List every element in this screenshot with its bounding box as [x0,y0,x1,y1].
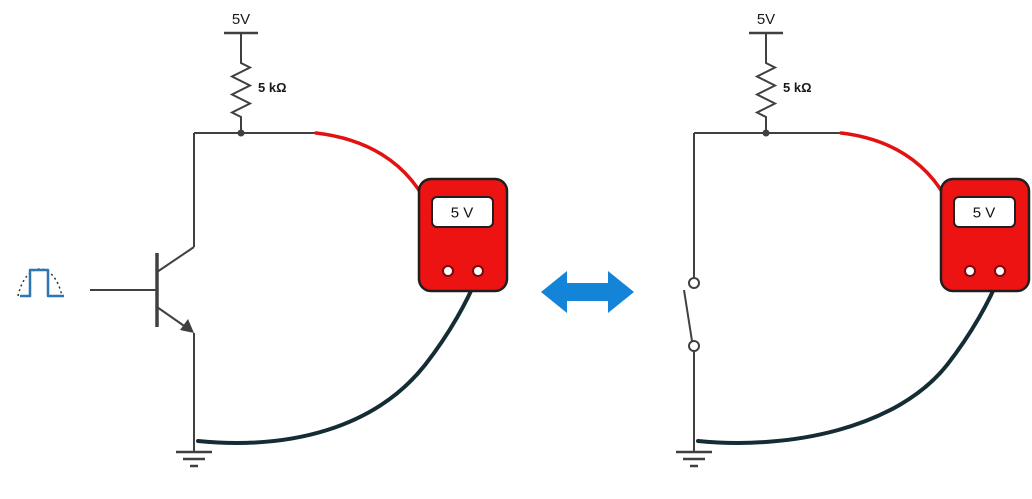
left-meter-display [431,196,494,228]
left-meter-positive-terminal [442,265,454,277]
right-circuit: 5V 5 kΩ [676,11,1031,468]
right-resistor-label: 5 kΩ [783,80,812,95]
right-meter-reading: 5 V [973,205,996,222]
right-ground-icon [676,450,712,468]
left-resistor-icon: 5 kΩ [229,58,287,133]
right-meter-body [939,177,1031,293]
switch-top-terminal [688,277,700,289]
left-meter-negative-terminal [472,265,484,277]
right-meter-positive-terminal [964,265,976,277]
npn-transistor-icon [90,246,195,333]
right-multimeter: 5 V [939,177,1031,293]
right-resistor-icon: 5 kΩ [754,58,812,133]
open-switch-icon [683,277,700,352]
equivalence-arrow-icon [541,271,634,313]
left-meter-reading: 5 V [451,205,474,222]
right-meter-negative-terminal [994,265,1006,277]
left-supply-label: 5V [232,11,250,28]
pulse-envelope-icon [17,268,63,297]
switch-lever [683,289,693,342]
left-circuit: 5V 5 kΩ [17,11,509,468]
left-multimeter: 5 V [417,177,509,293]
left-resistor-label: 5 kΩ [258,80,287,95]
pulse-signal-icon [17,268,64,298]
right-supply-label: 5V [757,11,775,28]
switch-bottom-terminal [688,340,700,352]
pulse-waveform-icon [20,268,64,298]
right-black-probe-wire [696,275,1001,445]
emitter-arrow-icon [180,319,194,333]
left-meter-body [417,177,509,293]
left-ground-icon [176,450,212,468]
left-black-probe-wire [196,275,479,445]
right-meter-display [953,196,1016,228]
